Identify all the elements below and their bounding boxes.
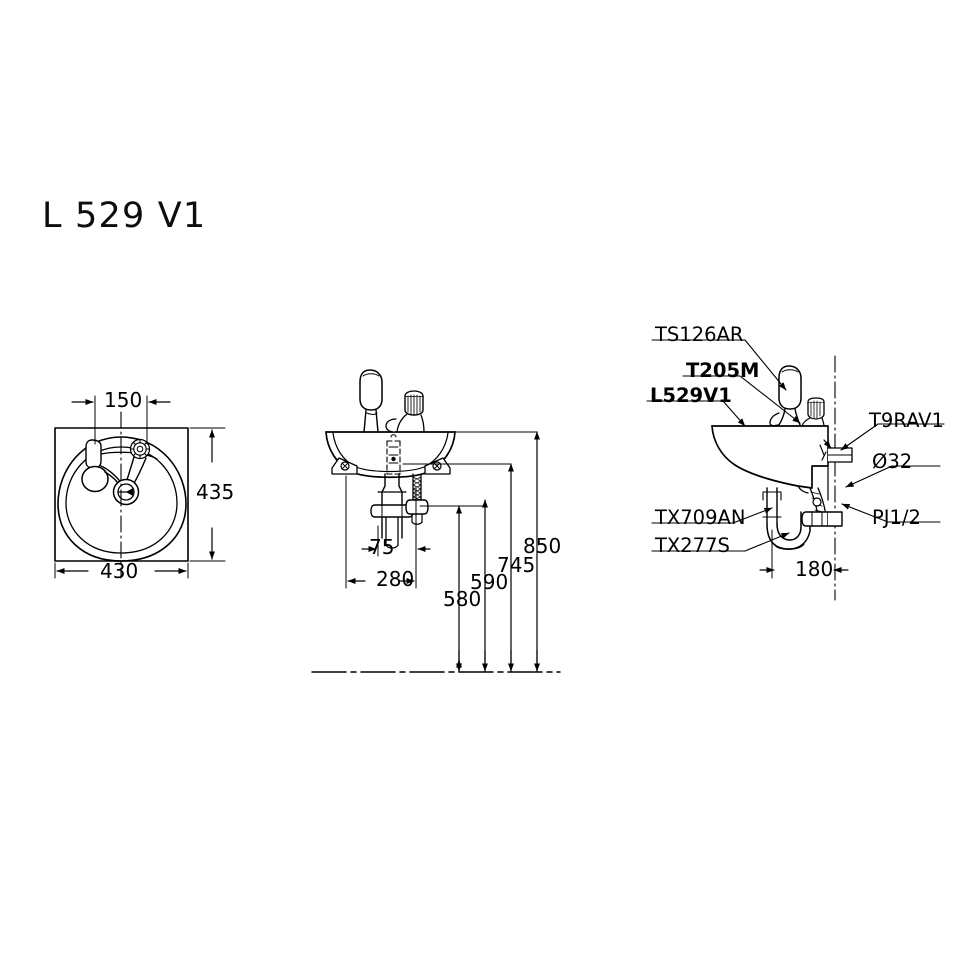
- dimension-plan-435: 435: [196, 480, 235, 504]
- dimension-plan-430: 430: [100, 559, 139, 583]
- dimension-plan-150: 150: [104, 388, 143, 412]
- page-title: L 529 V1: [42, 196, 207, 236]
- front-elevation-geometry: [311, 369, 561, 673]
- part-label-tx277s: TX277S: [655, 534, 730, 557]
- dimension-front-850: 850: [523, 534, 562, 558]
- part-label-tx709an: TX709AN: [655, 506, 746, 529]
- part-label-pj12: PJ1/2: [872, 506, 921, 529]
- part-label-diameter-32: Ø32: [872, 450, 913, 473]
- dimension-front-745: 745: [497, 553, 536, 577]
- dimension-front-590: 590: [470, 570, 509, 594]
- dimension-front-75: 75: [369, 535, 395, 559]
- part-label-ts126ar: TS126AR: [655, 323, 744, 346]
- side-section-geometry: [646, 339, 945, 601]
- dimension-front-580: 580: [443, 587, 482, 611]
- part-label-l529v1: L529V1: [650, 384, 732, 407]
- part-label-t205m: T205M: [686, 359, 760, 382]
- plan-view-geometry: [54, 395, 226, 579]
- part-label-t9rav1: T9RAV1: [869, 409, 944, 432]
- dimension-front-280: 280: [376, 567, 415, 591]
- dimension-section-180: 180: [795, 557, 834, 581]
